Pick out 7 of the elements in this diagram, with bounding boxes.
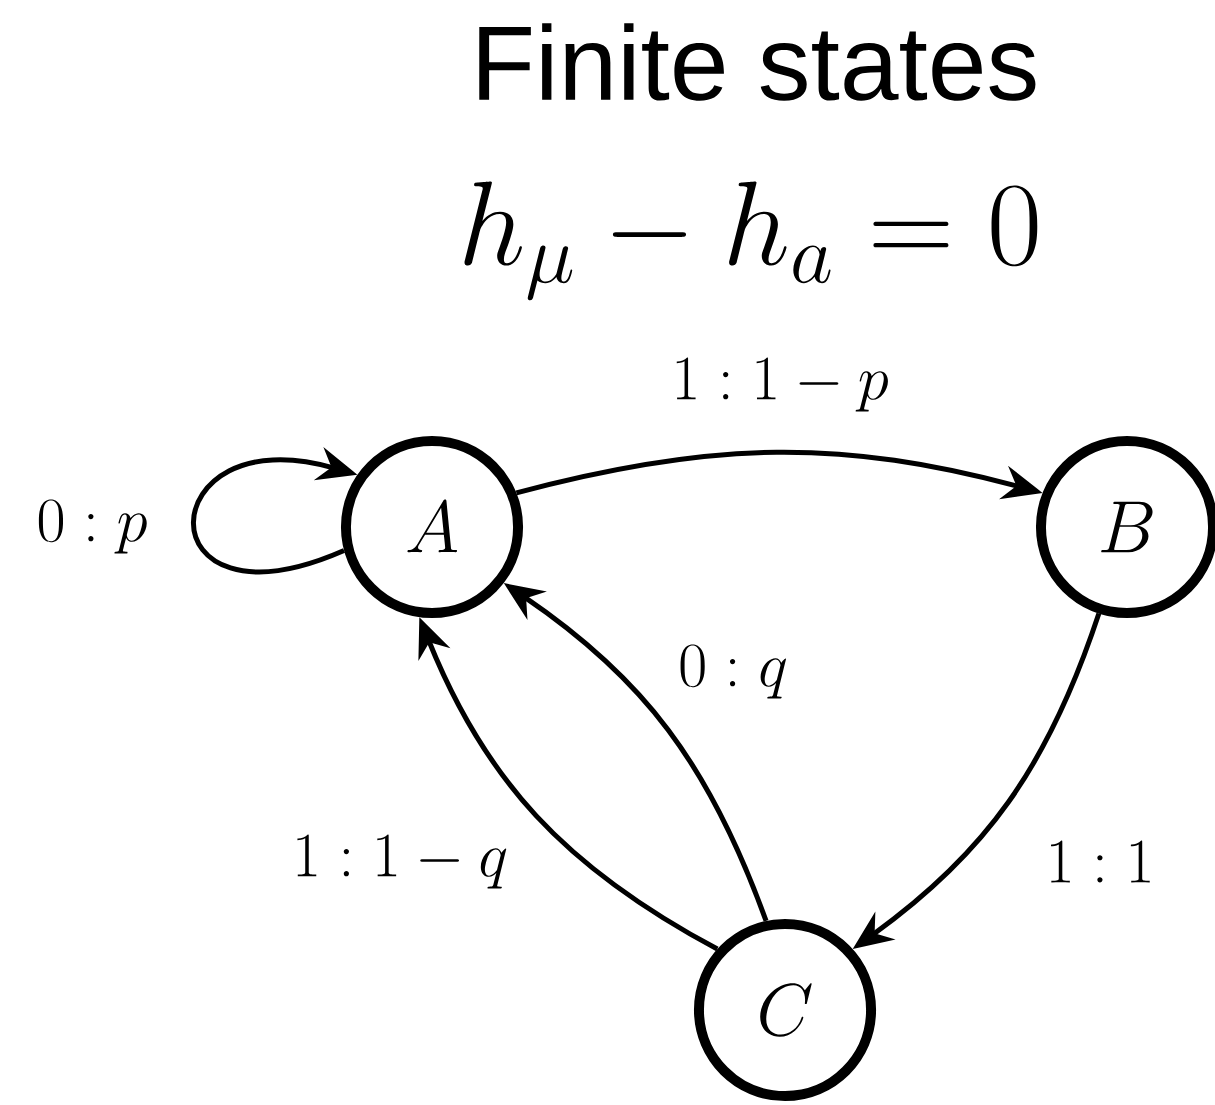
edge-label: $1:1$: [1042, 838, 1159, 886]
edge-label: $0:q$: [674, 641, 792, 703]
edge-label: $1:1-q$: [288, 831, 512, 893]
edge-label: $1:1-p$: [667, 354, 893, 416]
edge-label: $0:p$: [32, 496, 152, 558]
formula: $h_\mu - h_a = 0$: [464, 181, 1038, 301]
title: Finite states: [479, 23, 1036, 101]
